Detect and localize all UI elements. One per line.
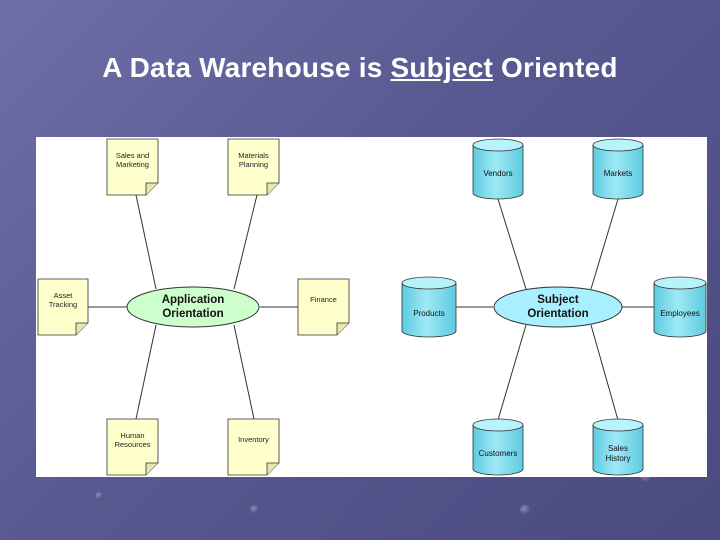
cyl-label-line: Sales bbox=[607, 444, 628, 453]
doc-label-line: Materials bbox=[238, 151, 269, 160]
doc-label-line: Asset bbox=[53, 291, 73, 300]
cyl-label-vendors: Vendors bbox=[473, 169, 523, 179]
doc-label-human-resources: Human Resources bbox=[107, 431, 158, 449]
application-orientation-hub bbox=[126, 286, 260, 328]
doc-label-asset-tracking: Asset Tracking bbox=[38, 291, 88, 309]
cyl-label-line: Products bbox=[413, 309, 445, 318]
hub-label-line: Subject bbox=[537, 294, 579, 306]
doc-label-line: Tracking bbox=[48, 300, 78, 309]
diagram-panel: Sales and Marketing Materials Planning A… bbox=[36, 137, 707, 477]
cyl-label-line: Employees bbox=[660, 309, 700, 318]
decorative-dot bbox=[250, 505, 259, 514]
database-cylinders bbox=[401, 138, 707, 476]
diagram-graphics bbox=[37, 138, 707, 476]
doc-label-materials-planning: Materials Planning bbox=[228, 151, 279, 169]
cyl-label-products: Products bbox=[402, 309, 456, 319]
doc-label-line: Planning bbox=[238, 160, 269, 169]
cyl-label-markets: Markets bbox=[593, 169, 643, 179]
doc-label-line: Marketing bbox=[116, 160, 149, 169]
cylinder-employees bbox=[653, 276, 707, 338]
application-hub-label: Application Orientation bbox=[127, 293, 259, 321]
subject-orientation-hub bbox=[493, 286, 623, 328]
doc-label-finance: Finance bbox=[298, 295, 349, 304]
hub-label-line: Application bbox=[161, 294, 225, 306]
doc-label-line: Inventory bbox=[238, 435, 269, 444]
doc-label-sales-marketing: Sales and Marketing bbox=[107, 151, 158, 169]
cyl-label-line: History bbox=[605, 454, 631, 463]
subject-connectors bbox=[456, 198, 654, 421]
document-shapes bbox=[37, 138, 350, 476]
title-prefix: A Data Warehouse is bbox=[102, 52, 391, 83]
cylinder-sales-history bbox=[592, 418, 644, 476]
hub-label-line: Orientation bbox=[162, 308, 224, 320]
cylinder-markets bbox=[592, 138, 644, 200]
cyl-label-line: Vendors bbox=[483, 169, 513, 178]
subject-hub-label: Subject Orientation bbox=[494, 293, 622, 321]
cyl-label-line: Customers bbox=[478, 449, 518, 458]
slide-title: A Data Warehouse is Subject Oriented bbox=[0, 52, 720, 84]
cyl-label-customers: Customers bbox=[473, 449, 523, 459]
cylinder-customers bbox=[472, 418, 524, 476]
doc-label-line: Resources bbox=[114, 440, 151, 449]
doc-label-line: Finance bbox=[310, 295, 337, 304]
doc-label-line: Sales and bbox=[115, 151, 150, 160]
decorative-dot bbox=[95, 492, 103, 500]
cyl-label-sales-history: Sales History bbox=[593, 444, 643, 464]
doc-label-inventory: Inventory bbox=[228, 435, 279, 444]
title-suffix: Oriented bbox=[493, 52, 618, 83]
cylinder-products bbox=[401, 276, 457, 338]
cylinder-vendors bbox=[472, 138, 524, 200]
cyl-label-employees: Employees bbox=[654, 309, 706, 319]
application-connectors bbox=[88, 194, 298, 420]
hub-label-line: Orientation bbox=[527, 308, 589, 320]
decorative-dot bbox=[520, 505, 530, 515]
title-underlined-word: Subject bbox=[390, 52, 494, 83]
cyl-label-line: Markets bbox=[603, 169, 633, 178]
doc-label-line: Human bbox=[120, 431, 145, 440]
